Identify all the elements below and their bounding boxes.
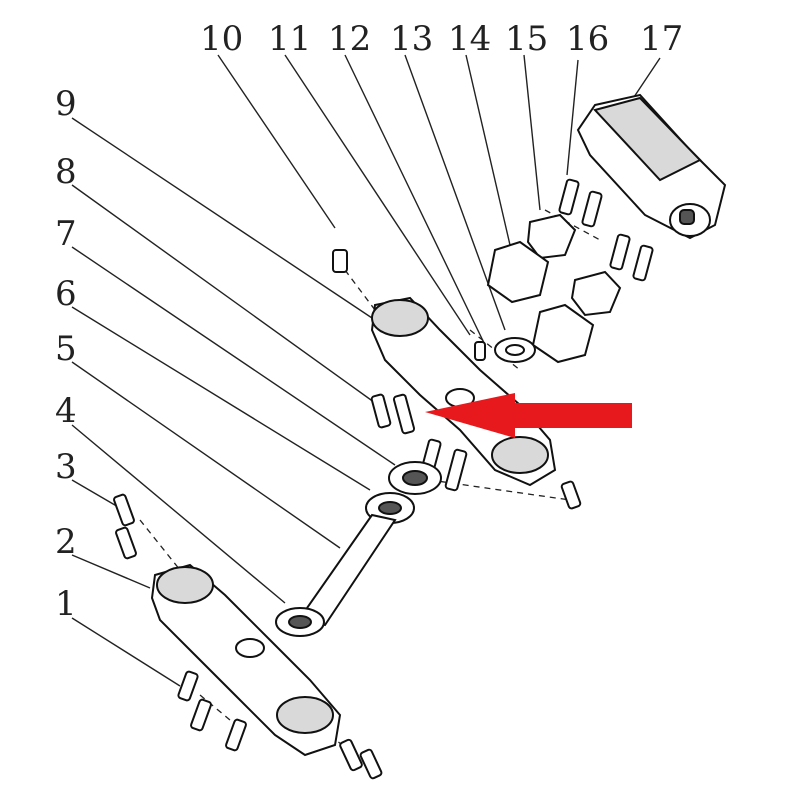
- callout-3: 3: [55, 447, 77, 487]
- callout-8: 8: [55, 152, 77, 192]
- callout-5: 5: [55, 329, 77, 369]
- riser-washers: [474, 337, 536, 363]
- upper-pinch-bolts: [370, 393, 582, 510]
- red-pointer-arrow: [425, 393, 632, 438]
- callout-12: 12: [328, 19, 371, 59]
- callout-9: 9: [55, 84, 77, 124]
- callout-17: 17: [640, 19, 683, 59]
- handlebar-clamp-caps: [526, 213, 622, 317]
- top-clamp-bolt: [332, 249, 348, 273]
- callout-10: 10: [200, 19, 243, 59]
- callout-7: 7: [55, 214, 77, 254]
- callout-15: 15: [505, 19, 548, 59]
- callout-16: 16: [566, 19, 609, 59]
- clamp-bolts-upper: [558, 178, 654, 282]
- callout-2: 2: [55, 522, 77, 562]
- handlebar-pad: [576, 93, 727, 240]
- lower-triple-clamp: [150, 563, 342, 757]
- callout-4: 4: [55, 391, 77, 431]
- callout-13: 13: [390, 19, 433, 59]
- lower-clamp-bolts: [113, 493, 383, 780]
- handlebar-risers: [486, 240, 595, 364]
- callout-1: 1: [55, 584, 77, 624]
- steering-stem: [275, 513, 397, 637]
- callout-14: 14: [448, 19, 491, 59]
- upper-triple-clamp: [370, 296, 557, 487]
- callout-11: 11: [268, 19, 311, 59]
- callout-6: 6: [55, 274, 77, 314]
- stem-bearing-upper: [388, 461, 442, 495]
